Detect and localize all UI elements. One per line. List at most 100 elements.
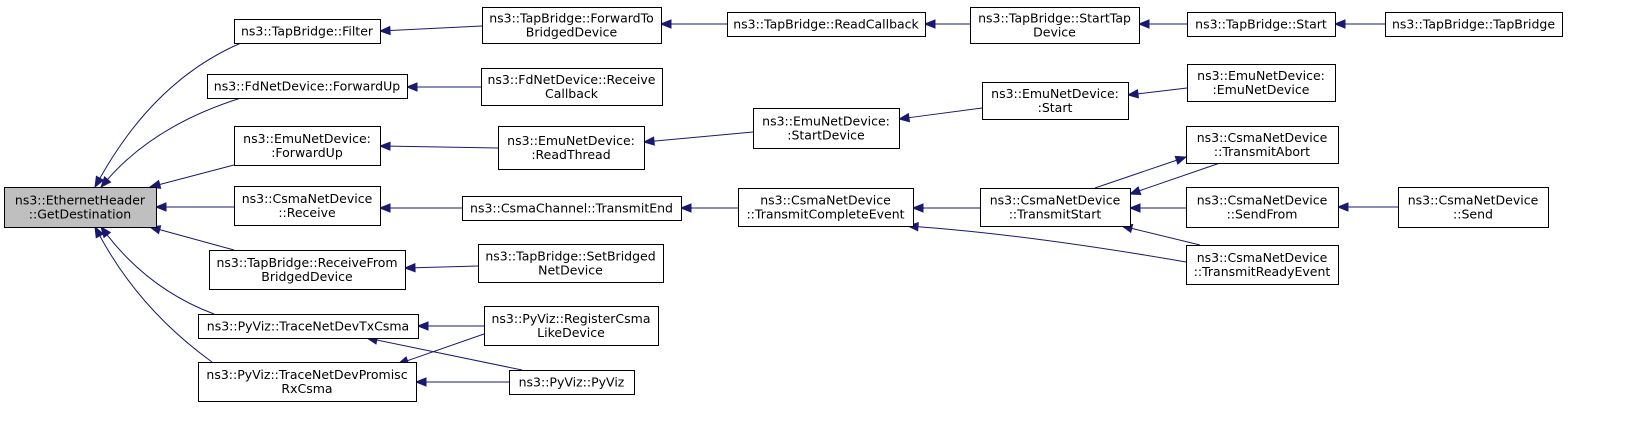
node-label-line: :ForwardUp bbox=[271, 145, 343, 160]
node-fd-fwdup[interactable]: ns3::FdNetDevice::ForwardUp bbox=[207, 74, 408, 99]
arrowhead-icon bbox=[94, 175, 105, 189]
node-label-line: ::TransmitReadyEvent bbox=[1194, 264, 1331, 279]
node-label-line: ns3::PyViz::PyViz bbox=[519, 375, 625, 390]
node-label-line: BridgedDevice bbox=[526, 25, 618, 40]
edge-line bbox=[653, 131, 754, 142]
edge-tb_fwdto-to-tb_filter bbox=[378, 25, 483, 36]
node-box bbox=[234, 19, 381, 44]
node-pv-pyviz[interactable]: ns3::PyViz::PyViz bbox=[509, 370, 635, 395]
node-box bbox=[482, 7, 662, 44]
node-label-line: ns3::FdNetDevice::Receive bbox=[488, 72, 656, 87]
node-label-line: ns3::TapBridge::ForwardTo bbox=[489, 11, 654, 26]
node-box bbox=[970, 7, 1140, 44]
arrowhead-icon bbox=[1174, 155, 1188, 165]
node-label-line: ns3::TapBridge::ReadCallback bbox=[733, 17, 919, 32]
node-emu-startdev[interactable]: ns3::EmuNetDevice::StartDevice bbox=[753, 108, 900, 149]
edge-tb_recvfrom-to-root bbox=[148, 225, 235, 251]
node-label-line: ns3::TapBridge::Start bbox=[1195, 17, 1327, 32]
node-csma-txready[interactable]: ns3::CsmaNetDevice::TransmitReadyEvent bbox=[1186, 245, 1339, 285]
edge-emu_start-to-emu_startdev bbox=[897, 107, 983, 123]
node-box bbox=[1186, 187, 1339, 228]
edge-line bbox=[407, 333, 485, 362]
node-csma-txcomplete[interactable]: ns3::CsmaNetDevice::TransmitCompleteEven… bbox=[738, 188, 914, 227]
node-box bbox=[727, 12, 926, 37]
node-cc-txend[interactable]: ns3::CsmaChannel::TransmitEnd bbox=[462, 196, 682, 221]
edge-pv_tx-to-root bbox=[100, 225, 215, 315]
edge-line bbox=[107, 97, 242, 180]
edges-layer bbox=[94, 19, 1398, 387]
node-box bbox=[198, 362, 417, 402]
node-box bbox=[1398, 187, 1549, 228]
edge-tb_start-to-tb_starttap bbox=[1137, 19, 1187, 29]
node-csma-recv[interactable]: ns3::CsmaNetDevice::Receive bbox=[234, 186, 381, 226]
node-label-line: ns3::PyViz::TraceNetDevTxCsma bbox=[207, 319, 409, 334]
node-csma-sendfrom[interactable]: ns3::CsmaNetDevice::SendFrom bbox=[1186, 187, 1339, 228]
arrowhead-icon bbox=[1333, 19, 1346, 29]
edge-fd_fwdup-to-root bbox=[100, 97, 242, 189]
edge-csma_txabort-to-csma_txstart bbox=[1128, 162, 1221, 196]
edge-line bbox=[159, 164, 235, 185]
node-label-line: ns3::CsmaChannel::TransmitEnd bbox=[470, 201, 673, 216]
arrowhead-icon bbox=[378, 141, 391, 151]
node-label-line: ns3::EmuNetDevice: bbox=[1197, 68, 1325, 83]
edge-cc_txend-to-csma_recv bbox=[378, 203, 462, 213]
edge-line bbox=[389, 25, 483, 32]
edge-line bbox=[1137, 87, 1188, 95]
node-emu-ctor[interactable]: ns3::EmuNetDevice::EmuNetDevice bbox=[1187, 64, 1336, 102]
node-label-line: Device bbox=[1033, 25, 1076, 40]
edge-csma_sendfrom-to-csma_txstart bbox=[1128, 203, 1186, 213]
node-root[interactable]: ns3::EthernetHeader::GetDestination bbox=[4, 187, 157, 228]
node-label-line: LikeDevice bbox=[537, 325, 605, 340]
arrowhead-icon bbox=[100, 225, 112, 239]
arrowhead-icon bbox=[403, 262, 416, 273]
nodes-layer: ns3::EthernetHeader::GetDestinationns3::… bbox=[4, 7, 1563, 402]
node-label-line: ns3::TapBridge::TapBridge bbox=[1392, 17, 1555, 32]
arrowhead-icon bbox=[405, 82, 418, 92]
node-box bbox=[1186, 126, 1339, 164]
edge-line bbox=[106, 234, 215, 315]
arrowhead-icon bbox=[1336, 202, 1349, 212]
arrowhead-icon bbox=[642, 136, 655, 146]
node-tb-ctor[interactable]: ns3::TapBridge::TapBridge bbox=[1385, 12, 1563, 37]
node-emu-fwdup[interactable]: ns3::EmuNetDevice::ForwardUp bbox=[234, 126, 381, 166]
edge-pv_prom-to-root bbox=[94, 225, 213, 363]
node-box bbox=[462, 196, 682, 221]
node-box bbox=[478, 244, 664, 283]
edge-line bbox=[414, 265, 479, 269]
node-emu-readthread[interactable]: ns3::EmuNetDevice::ReadThread bbox=[498, 126, 645, 170]
node-box bbox=[1187, 64, 1336, 102]
node-label-line: ::Send bbox=[1453, 207, 1493, 222]
node-box bbox=[980, 188, 1131, 227]
arrowhead-icon bbox=[378, 25, 391, 36]
node-tb-filter[interactable]: ns3::TapBridge::Filter bbox=[234, 19, 381, 44]
node-label-line: ns3::CsmaNetDevice bbox=[1408, 193, 1539, 208]
node-label-line: ns3::EmuNetDevice: bbox=[507, 133, 635, 148]
node-pv-tx[interactable]: ns3::PyViz::TraceNetDevTxCsma bbox=[198, 314, 419, 339]
arrowhead-icon bbox=[414, 377, 427, 387]
node-label-line: ns3::EthernetHeader bbox=[15, 193, 146, 208]
node-csma-txabort[interactable]: ns3::CsmaNetDevice::TransmitAbort bbox=[1186, 126, 1339, 164]
arrowhead-icon bbox=[911, 203, 924, 213]
node-emu-start[interactable]: ns3::EmuNetDevice::Start bbox=[982, 82, 1129, 120]
arrowhead-icon bbox=[378, 203, 391, 213]
node-tb-readcb[interactable]: ns3::TapBridge::ReadCallback bbox=[727, 12, 926, 37]
edge-csma_txstart-to-csma_txcomplete bbox=[911, 203, 980, 213]
arrowhead-icon bbox=[154, 202, 167, 212]
node-box bbox=[198, 314, 419, 339]
node-label-line: ::TransmitCompleteEvent bbox=[746, 207, 904, 222]
node-label-line: :EmuNetDevice bbox=[1213, 82, 1310, 97]
node-csma-send[interactable]: ns3::CsmaNetDevice::Send bbox=[1398, 187, 1549, 228]
node-tb-start[interactable]: ns3::TapBridge::Start bbox=[1187, 12, 1336, 37]
node-label-line: ::TransmitAbort bbox=[1214, 144, 1310, 159]
node-csma-txstart[interactable]: ns3::CsmaNetDevice::TransmitStart bbox=[980, 188, 1131, 227]
node-label-line: ns3::CsmaNetDevice bbox=[1197, 193, 1328, 208]
node-label-line: ::GetDestination bbox=[29, 207, 131, 222]
